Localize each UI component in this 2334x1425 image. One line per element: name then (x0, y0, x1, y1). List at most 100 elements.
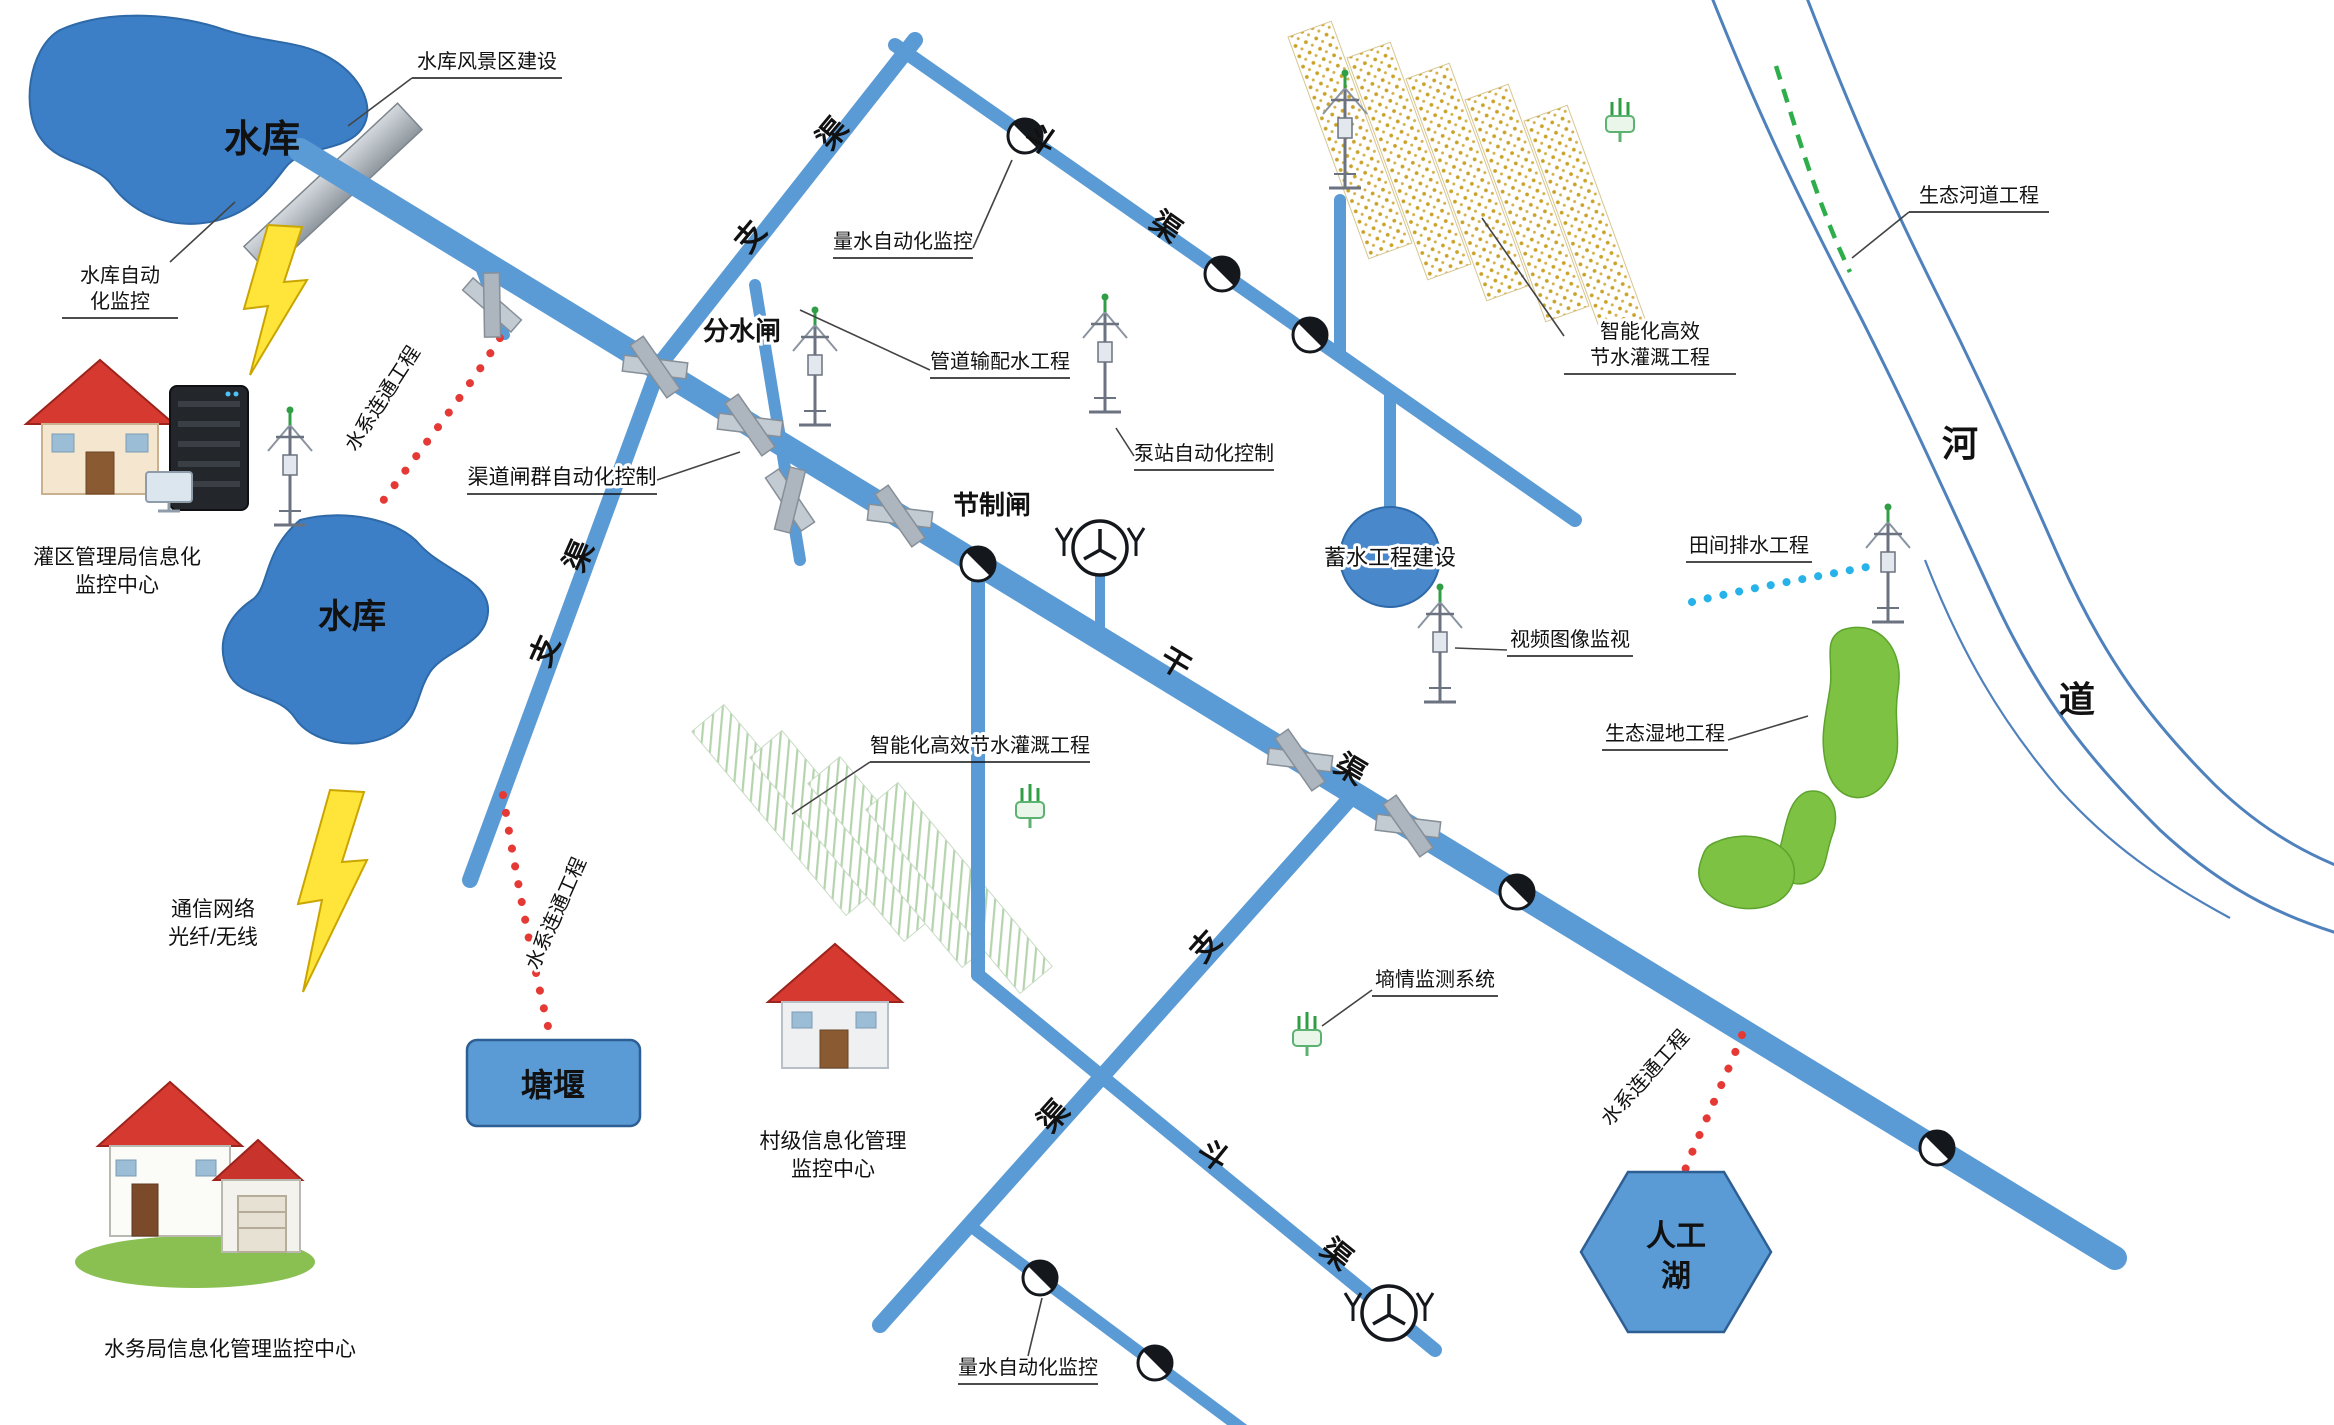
water-metering-text: 量水自动化监控 (833, 230, 973, 253)
lateral-canal-char: 渠 (1314, 1232, 1358, 1277)
label-water-metering-top: 量水自动化监控 (830, 159, 1013, 259)
water-metering-bottom-text: 量水自动化监控 (958, 1356, 1098, 1379)
sprinkler-icon (1604, 96, 1636, 144)
sluice-gate-icon (763, 463, 817, 537)
hq-building (23, 358, 249, 513)
water-connect-dots-3 (1678, 1031, 1746, 1182)
field-drainage-text: 田间排水工程 (1689, 534, 1809, 557)
artificial-lake-label-1: 人工 (1646, 1220, 1706, 1253)
hq-center-text-2: 监控中心 (75, 574, 159, 597)
label-hq-center: 灌区管理局信息化 监控中心 (30, 543, 204, 600)
label-village-center: 村级信息化管理 监控中心 (757, 1127, 910, 1184)
river (1711, 0, 2334, 934)
smart-irrigation-text-2: 节水灌溉工程 (1590, 346, 1710, 369)
branch-canal-upper (462, 32, 923, 888)
sprinkler-icon (1014, 782, 1046, 830)
label-eco-river: 生态河道工程 (1851, 181, 2049, 259)
label-water-connect-3: 水系连通工程 (1596, 1025, 1693, 1130)
reservoir-upper (28, 14, 369, 225)
label-pump-station: 泵站自动化控制 (1115, 427, 1277, 471)
smart-irrigation-full-text: 智能化高效节水灌溉工程 (870, 734, 1090, 757)
monitoring-tower-icon (266, 405, 314, 527)
label-smart-irrigation-middle: 智能化高效节水灌溉工程 (791, 731, 1093, 815)
label-metering-bottom: 量水自动化监控 (955, 1297, 1101, 1385)
label-comm-network: 通信网络 光纤/无线 (165, 895, 261, 952)
comm-network-text-1: 通信网络 (171, 898, 255, 921)
flow-meter-icon (1291, 316, 1329, 354)
hq-center-text-1: 灌区管理局信息化 (33, 546, 201, 569)
reservoir-lower (221, 514, 490, 745)
wetland-areas (1698, 626, 1900, 910)
label-video-monitoring: 视频图像监视 (1454, 625, 1633, 657)
label-soil-moisture: 墒情监测系统 (1321, 965, 1498, 1027)
village-center-text-1: 村级信息化管理 (760, 1130, 907, 1153)
monitoring-tower-icon (1081, 292, 1129, 414)
label-smart-irrigation-topright: 智能化高效 节水灌溉工程 (1481, 217, 1736, 375)
field-plots-topright (1287, 20, 1649, 344)
label-diversion-gate: 分水闸 (703, 316, 781, 346)
pond-weir-node: 塘堰 (465, 1038, 642, 1128)
pump-station-icon (1054, 519, 1146, 577)
lateral-canal-lower (971, 968, 1442, 1357)
village-building (765, 942, 905, 1069)
lateral-canal-char: 斗 (1191, 1133, 1235, 1178)
lightning-bolt-icon (242, 223, 309, 376)
monitoring-tower-icon (1416, 582, 1464, 704)
label-eco-wetland: 生态湿地工程 (1602, 715, 1809, 751)
flow-meter-icon (1021, 1259, 1059, 1297)
artificial-lake-label-2: 湖 (1661, 1260, 1691, 1293)
village-center-text-2: 监控中心 (791, 1158, 875, 1181)
field-plots-middle (691, 703, 1053, 995)
flow-meter-icon (1498, 873, 1536, 911)
pump-station-text: 泵站自动化控制 (1134, 442, 1274, 465)
soil-moisture-text: 墒情监测系统 (1375, 968, 1495, 991)
label-reservoir-auto: 水库自动 化监控 (62, 201, 236, 319)
eco-wetland-text: 生态湿地工程 (1605, 722, 1725, 745)
river-char: 河 (1942, 423, 1978, 464)
smart-irrigation-text-1: 智能化高效 (1600, 320, 1700, 343)
label-bureau-center: 水务局信息化管理监控中心 (104, 1338, 356, 1361)
monitoring-tower-icon (1864, 502, 1912, 624)
wetland-blob (1822, 626, 1900, 799)
reservoir-auto-text-1: 水库自动 (80, 264, 160, 287)
field-drainage-dots (1688, 562, 1876, 606)
label-field-drainage: 田间排水工程 (1686, 531, 1812, 563)
pipeline-text: 管道输配水工程 (930, 350, 1070, 373)
label-pipeline: 管道输配水工程 (799, 309, 1073, 379)
flow-meter-icon (1136, 1344, 1174, 1382)
label-water-connect-1: 水系连通工程 (340, 342, 425, 455)
label-gate-group: 渠道闸群自动化控制 (465, 451, 741, 495)
river-bank-left (1711, 0, 2334, 934)
artificial-lake-node: 人工 湖 (1579, 1170, 1773, 1334)
river-char: 道 (2059, 679, 2095, 720)
pond-weir-label: 塘堰 (521, 1067, 585, 1103)
soil-moisture-sensor-icon (1291, 1010, 1323, 1058)
reservoir-auto-text-2: 化监控 (90, 290, 150, 313)
gate-group-text: 渠道闸群自动化控制 (468, 466, 657, 489)
water-storage-label: 蓄水工程建设 (1324, 545, 1456, 570)
label-control-gate: 节制闸 (953, 490, 1031, 520)
flow-meter-icon (1918, 1129, 1956, 1167)
flow-meter-icon (1203, 255, 1241, 293)
bureau-building (75, 1080, 315, 1288)
water-connect-dots-1 (376, 334, 504, 509)
video-monitoring-text: 视频图像监视 (1510, 628, 1630, 651)
wetland-blob (1777, 790, 1837, 885)
branch-canal-lower (872, 785, 1363, 1333)
wetland-blob (1698, 835, 1796, 910)
main-canal (288, 138, 2127, 1270)
scenic-area-text: 水库风景区建设 (417, 50, 557, 73)
metering-lateral (963, 1219, 1248, 1425)
water-storage-node: 蓄水工程建设 (1321, 506, 1459, 608)
eco-river-text: 生态河道工程 (1919, 184, 2039, 207)
comm-network-text-2: 光纤/无线 (168, 926, 258, 949)
flow-meter-icon (959, 545, 997, 583)
reservoir-name: 水库 (318, 598, 386, 636)
label-water-connect-2: 水系连通工程 (521, 854, 591, 973)
monitor-icon (145, 471, 193, 513)
reservoir-name: 水库 (224, 119, 300, 161)
river-bank-right (1806, 0, 2334, 867)
river-inner-stream (1923, 559, 2231, 919)
lightning-bolt-icon (296, 788, 369, 993)
